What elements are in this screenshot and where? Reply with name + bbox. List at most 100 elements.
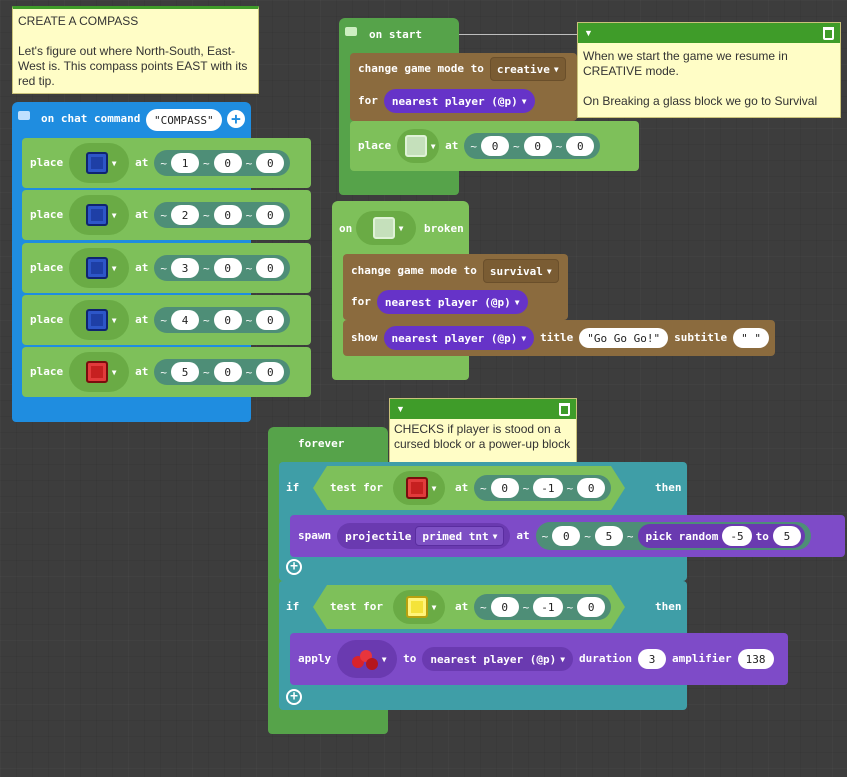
block-selector[interactable]: ▼ <box>69 352 130 392</box>
x-coordinate[interactable]: 0 <box>490 478 519 498</box>
game-mode-dropdown[interactable]: survival▼ <box>482 259 559 283</box>
z-coordinate[interactable]: 0 <box>256 153 285 173</box>
position-input[interactable]: ~0 ~-1 ~0 <box>474 475 612 501</box>
position-input[interactable]: ~0 ~0 ~0 <box>464 133 601 159</box>
target-selector[interactable]: nearest player (@p)▼ <box>376 290 528 314</box>
y-coordinate[interactable]: 0 <box>213 205 242 225</box>
target-selector[interactable]: nearest player (@p)▼ <box>383 326 535 350</box>
duration-input[interactable]: 3 <box>638 649 667 669</box>
change-game-mode-block[interactable]: change game mode to survival▼ for neares… <box>343 254 568 320</box>
block-selector[interactable]: ▼ <box>69 300 130 340</box>
to-label: to <box>755 529 769 543</box>
tilde-label: ~ <box>160 156 167 170</box>
block-selector[interactable]: ▼ <box>397 129 440 163</box>
random-min[interactable]: -5 <box>722 526 752 546</box>
position-input[interactable]: ~5~0~0 <box>154 359 291 385</box>
subtitle-string[interactable]: " " <box>733 328 770 348</box>
collapse-icon[interactable]: ▼ <box>584 27 593 38</box>
block-selector[interactable]: ▼ <box>393 471 445 505</box>
comment-forever[interactable]: ▼ CHECKS if player is stood on a cursed … <box>389 398 577 463</box>
y-coordinate[interactable]: 0 <box>523 136 552 156</box>
tilde-label: ~ <box>245 208 253 222</box>
place-label: place <box>30 365 64 378</box>
y-coordinate[interactable]: -1 <box>533 597 563 617</box>
add-else-icon[interactable]: + <box>286 559 302 575</box>
x-coordinate[interactable]: 0 <box>481 136 509 156</box>
z-coordinate[interactable]: 0 <box>256 258 285 278</box>
comment-icon[interactable] <box>345 27 357 36</box>
x-coordinate[interactable]: 5 <box>171 362 199 382</box>
x-coordinate[interactable]: 0 <box>490 597 519 617</box>
y-coordinate[interactable]: -1 <box>533 478 563 498</box>
title-string[interactable]: "Go Go Go!" <box>579 328 669 348</box>
place-block[interactable]: place▼at~3~0~0 <box>22 243 311 293</box>
place-block[interactable]: place▼at~1~0~0 <box>22 138 311 188</box>
broken-block-selector[interactable]: ▼ <box>356 211 416 245</box>
entity-dropdown[interactable]: primed tnt▼ <box>415 526 505 546</box>
tilde-label: ~ <box>555 139 563 153</box>
subtitle-label: subtitle <box>674 331 728 344</box>
random-max[interactable]: 5 <box>772 526 801 546</box>
x-coordinate[interactable]: 3 <box>171 258 199 278</box>
y-coordinate[interactable]: 0 <box>213 153 242 173</box>
z-coordinate[interactable]: 0 <box>577 597 606 617</box>
projectile-selector[interactable]: projectile primed tnt▼ <box>337 523 511 549</box>
spawn-block[interactable]: spawn projectile primed tnt▼ at ~0 ~5 ~ … <box>290 515 845 557</box>
x-coordinate[interactable]: 0 <box>552 526 581 546</box>
place-block[interactable]: place▼at~4~0~0 <box>22 295 311 345</box>
y-coordinate[interactable]: 0 <box>213 310 242 330</box>
place-block[interactable]: place▼at~2~0~0 <box>22 190 311 240</box>
x-coordinate[interactable]: 2 <box>171 205 199 225</box>
trash-icon[interactable] <box>823 26 834 40</box>
position-input[interactable]: ~3~0~0 <box>154 255 291 281</box>
z-coordinate[interactable]: 0 <box>256 362 285 382</box>
position-input[interactable]: ~0 ~5 ~ pick random -5 to 5 <box>535 522 811 550</box>
comment-header: ▼ <box>578 23 840 43</box>
position-input[interactable]: ~0 ~-1 ~0 <box>474 594 612 620</box>
on-chat-command-label: on chat command <box>41 112 141 125</box>
collapse-icon[interactable]: ▼ <box>396 403 405 414</box>
dropdown-arrow-icon: ▼ <box>521 333 527 343</box>
amplifier-input[interactable]: 138 <box>737 649 774 669</box>
effect-icon <box>351 648 378 670</box>
y-coordinate[interactable]: 5 <box>594 526 623 546</box>
y-coordinate[interactable]: 0 <box>213 258 242 278</box>
game-mode-dropdown[interactable]: creative▼ <box>489 57 566 81</box>
x-coordinate[interactable]: 1 <box>171 153 199 173</box>
z-coordinate[interactable]: 0 <box>566 136 595 156</box>
show-title-block[interactable]: show nearest player (@p)▼ title "Go Go G… <box>343 320 775 356</box>
block-selector[interactable]: ▼ <box>69 143 130 183</box>
target-selector[interactable]: nearest player (@p)▼ <box>383 89 535 113</box>
pick-random-block[interactable]: pick random -5 to 5 <box>637 524 805 548</box>
tilde-label: ~ <box>203 208 210 222</box>
comment-text: CHECKS if player is stood on a cursed bl… <box>394 422 571 451</box>
place-block[interactable]: place ▼ at ~0 ~0 ~0 <box>350 121 639 171</box>
y-coordinate[interactable]: 0 <box>213 362 242 382</box>
comment-header: ▼ <box>390 399 576 419</box>
z-coordinate[interactable]: 0 <box>577 478 606 498</box>
place-block[interactable]: place▼at~5~0~0 <box>22 347 311 397</box>
add-else-icon[interactable]: + <box>286 689 302 705</box>
position-input[interactable]: ~1~0~0 <box>154 150 291 176</box>
entity-value: primed tnt <box>422 529 489 543</box>
add-parameter-icon[interactable]: + <box>227 110 245 128</box>
command-string[interactable]: "COMPASS" <box>146 109 222 131</box>
z-coordinate[interactable]: 0 <box>256 205 285 225</box>
trash-icon[interactable] <box>559 402 570 416</box>
change-game-mode-block[interactable]: change game mode to creative▼ for neares… <box>350 53 577 121</box>
block-selector[interactable]: ▼ <box>69 195 130 235</box>
z-coordinate[interactable]: 0 <box>256 310 285 330</box>
position-input[interactable]: ~4~0~0 <box>154 307 291 333</box>
comment-start[interactable]: ▼ When we start the game we resume in CR… <box>577 22 841 118</box>
comment-compass[interactable]: CREATE A COMPASS Let's figure out where … <box>12 6 259 94</box>
target-value: nearest player (@p) <box>384 295 511 309</box>
comment-icon[interactable] <box>18 111 30 120</box>
forever-label: forever <box>298 437 345 450</box>
apply-effect-block[interactable]: apply ▼ to nearest player (@p)▼ duration… <box>290 633 788 685</box>
x-coordinate[interactable]: 4 <box>171 310 199 330</box>
effect-selector[interactable]: ▼ <box>337 640 398 678</box>
block-selector[interactable]: ▼ <box>393 590 445 624</box>
block-selector[interactable]: ▼ <box>69 248 130 288</box>
position-input[interactable]: ~2~0~0 <box>154 202 291 228</box>
target-selector[interactable]: nearest player (@p)▼ <box>422 647 574 671</box>
